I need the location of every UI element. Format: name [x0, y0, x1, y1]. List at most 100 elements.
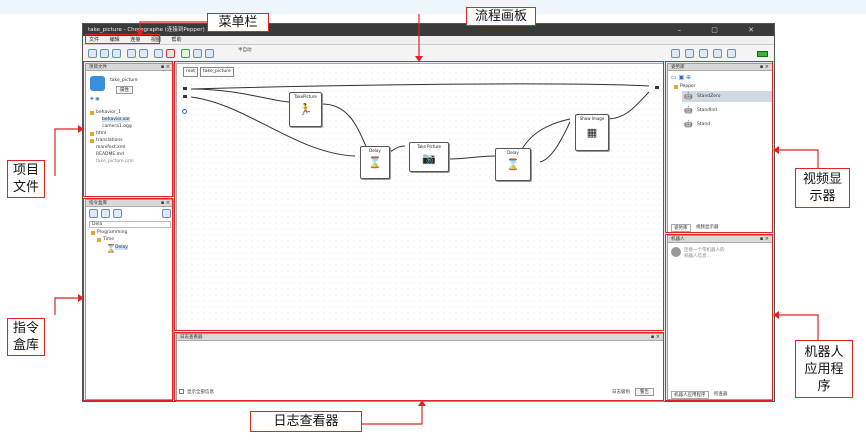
file-item[interactable]: translations — [96, 138, 123, 143]
show-all-checkbox[interactable] — [179, 389, 184, 394]
tab-pose-library[interactable]: 姿势库 — [671, 224, 691, 232]
sleep-icon[interactable] — [713, 49, 722, 58]
box-title: TakePicture — [294, 94, 317, 99]
file-item[interactable]: html — [96, 131, 107, 136]
disconnect-icon[interactable] — [166, 49, 175, 58]
redo-icon[interactable] — [139, 49, 148, 58]
delay-box[interactable]: Delay ⌛ — [360, 146, 390, 179]
output-port[interactable] — [655, 86, 659, 89]
pose-panel-title: 姿势库 — [671, 65, 685, 70]
breadcrumb-item[interactable]: take_picture — [200, 67, 234, 77]
settings-icon[interactable] — [727, 49, 736, 58]
window-title: take_picture - Choregraphe (连接到Pepper) — [88, 27, 205, 33]
tab-video-monitor[interactable]: 视频显示器 — [696, 225, 719, 230]
folder-icon — [674, 85, 678, 89]
library-panel-title: 指令盒库 — [89, 201, 107, 206]
library-open-icon[interactable] — [101, 209, 110, 218]
take-picture-box[interactable]: Take Picture 📷 — [409, 142, 449, 172]
start-port[interactable] — [182, 109, 187, 114]
library-item[interactable]: Time — [103, 237, 115, 242]
save-project-icon[interactable] — [112, 49, 121, 58]
file-item[interactable]: behavior.xar — [102, 117, 131, 122]
new-project-icon[interactable] — [88, 49, 97, 58]
undo-icon[interactable] — [127, 49, 136, 58]
robot-view-icon[interactable] — [685, 49, 694, 58]
menu-connect[interactable]: 连接 — [130, 37, 141, 43]
speed-label: 半自动 — [238, 48, 252, 53]
pose-item[interactable]: StandZero — [697, 94, 721, 99]
window-controls[interactable]: – ▢ ✕ — [677, 26, 768, 34]
panel-close-icon[interactable]: ▪ × — [160, 200, 170, 206]
robot-pose-icon: 🤖 — [684, 106, 693, 114]
takepicture-box[interactable]: TakePicture 🏃 — [289, 92, 322, 127]
robot-panel-title: 机器人 — [671, 237, 685, 242]
file-item[interactable]: manifest.xml — [96, 145, 126, 150]
library-new-icon[interactable] — [89, 209, 98, 218]
input-port[interactable] — [183, 95, 187, 98]
robot-pose-icon: 🤖 — [684, 92, 693, 100]
file-item[interactable]: camera1.ogg — [102, 124, 132, 129]
volume-icon[interactable] — [671, 49, 680, 58]
delay-box[interactable]: Delay ⌛ — [495, 148, 531, 181]
panel-close-icon[interactable]: ▪ × — [759, 64, 769, 70]
folder-icon — [91, 231, 95, 235]
log-panel-title: 日志查看器 — [180, 335, 203, 340]
video-highlight — [665, 61, 773, 233]
show-all-label: 显示全部信息 — [187, 390, 214, 395]
menu-help[interactable]: 帮助 — [171, 37, 182, 43]
tab-robot-apps[interactable]: 机器人应用程序 — [671, 391, 709, 399]
log-level-select[interactable]: 警告 — [635, 388, 654, 396]
properties-button[interactable]: 属性 — [116, 86, 133, 94]
add-file-icon[interactable]: ✚ ▣ — [90, 97, 100, 102]
pose-group[interactable]: Pepper — [680, 84, 696, 89]
open-project-icon[interactable] — [100, 49, 109, 58]
menu-edit[interactable]: 编辑 — [109, 37, 120, 43]
pose-item[interactable]: StandInit — [697, 108, 718, 113]
project-name: take_picture — [110, 78, 138, 83]
debug-icon[interactable] — [205, 49, 214, 58]
add-pose-icon[interactable]: ▭ ▣ ⊕ — [671, 74, 692, 81]
project-panel-title: 项目文件 — [89, 65, 107, 70]
panel-close-icon[interactable]: ▪ × — [759, 236, 769, 242]
image-icon: ▦ — [586, 126, 598, 139]
tab-inspector[interactable]: 检查器 — [714, 392, 728, 397]
library-search-input[interactable]: Dela — [89, 221, 171, 228]
box-title: Delay — [507, 150, 519, 155]
library-item[interactable]: Delay — [115, 245, 128, 250]
robot-apps-highlight — [665, 234, 773, 401]
library-save-icon[interactable] — [113, 209, 122, 218]
library-callout: 指令 盒库 — [7, 318, 45, 356]
animation-mode-icon[interactable] — [699, 49, 708, 58]
breadcrumb-item[interactable]: root — [183, 67, 199, 77]
panel-close-icon[interactable]: ▪ × — [160, 64, 170, 70]
menu-view[interactable]: 视图 — [150, 37, 161, 43]
folder-icon — [90, 111, 94, 115]
connect-icon[interactable] — [154, 49, 163, 58]
box-library-panel: 指令盒库 ▪ × Dela Programming Time ⌛ Delay — [85, 199, 174, 400]
callout-text: 指令 盒库 — [12, 321, 39, 353]
hourglass-icon: ⌛ — [506, 158, 520, 171]
input-port[interactable] — [183, 87, 187, 90]
flow-links — [190, 83, 650, 163]
show-image-box[interactable]: Show Image ▦ — [575, 114, 609, 151]
file-item[interactable]: README.md — [96, 152, 124, 157]
library-filter-icon[interactable] — [162, 209, 171, 218]
menu-file[interactable]: 文件 — [89, 37, 100, 43]
panel-close-icon[interactable]: ▪ × — [650, 334, 660, 340]
file-item[interactable]: take_picture.pml — [96, 159, 134, 164]
hourglass-icon: ⌛ — [106, 244, 116, 253]
log-level-label: 日志级别 — [612, 390, 630, 395]
project-cube-icon — [90, 76, 105, 91]
log-callout: 日志查看器 — [250, 411, 362, 432]
pose-item[interactable]: Stand — [697, 122, 711, 127]
robot-applications-panel: 机器人▪ × 连接一个带机器人的 机器人信息… 机器人应用程序 检查器 — [667, 235, 773, 400]
play-icon[interactable] — [181, 49, 190, 58]
box-title: Delay — [369, 148, 381, 153]
library-item[interactable]: Programming — [97, 230, 128, 235]
file-item[interactable]: behavior_1 — [96, 110, 121, 115]
box-title: Show Image — [579, 116, 605, 121]
stop-icon[interactable] — [193, 49, 202, 58]
